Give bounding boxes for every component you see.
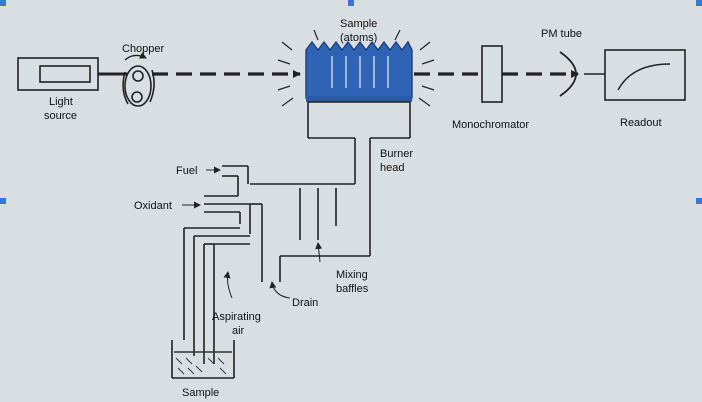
- fuel-inlet-pipe: [222, 165, 249, 196]
- readout-box: [604, 49, 686, 101]
- selection-handle-top-left[interactable]: [0, 0, 6, 6]
- selection-handles[interactable]: [0, 0, 702, 204]
- chopper-rotation-arrow-icon: [124, 52, 147, 61]
- pm-tube-label: PM tube: [541, 28, 582, 40]
- selection-handle-middle-right[interactable]: [696, 198, 702, 204]
- fuel-label: Fuel: [176, 165, 197, 177]
- mixing-baffles-arrow: [315, 242, 323, 263]
- mixing-baffles: [299, 188, 337, 240]
- light-source-label-line2: source: [44, 110, 77, 122]
- mixing-baffles-label-line2: baffles: [336, 283, 369, 295]
- flame-emission-rays: [277, 29, 435, 107]
- sample-liquid: [174, 351, 232, 375]
- readout-curve: [617, 63, 671, 91]
- sample-atoms-label-line2: (atoms): [340, 32, 377, 44]
- readout-label: Readout: [620, 117, 662, 129]
- flame-sample-atoms: [305, 40, 413, 99]
- oxidant-label: Oxidant: [134, 200, 172, 212]
- drain-arrow: [269, 281, 291, 299]
- burner-head-label-line1: Burner: [380, 148, 413, 160]
- aspirating-air-label-line2: air: [232, 325, 245, 337]
- selection-handle-top-center[interactable]: [348, 0, 354, 6]
- flame-atom-streaks: [331, 56, 389, 88]
- sample-beaker: [171, 340, 235, 379]
- flame-base-band: [306, 96, 412, 102]
- light-source-label-line1: Light: [49, 96, 73, 108]
- chopper-label: Chopper: [122, 43, 165, 55]
- aspirating-air-arrow: [223, 271, 233, 299]
- oxidant-inlet-pipe: [204, 195, 251, 234]
- sample-atoms-label-line1: Sample: [340, 18, 377, 30]
- aspirating-air-label-line1: Aspirating: [212, 311, 261, 323]
- selection-handle-middle-left[interactable]: [0, 198, 6, 204]
- monochromator-label: Monochromator: [452, 119, 529, 131]
- selection-handle-top-right[interactable]: [696, 0, 702, 6]
- aspirator-tubes: [183, 227, 250, 364]
- sample-label: Sample: [182, 387, 219, 399]
- mixing-chamber: [250, 183, 371, 282]
- burner-head: [307, 101, 411, 184]
- drain-label: Drain: [292, 297, 318, 309]
- mixing-baffles-label-line1: Mixing: [336, 269, 368, 281]
- burner-head-label-line2: head: [380, 162, 404, 174]
- pm-tube-detector: [559, 51, 577, 97]
